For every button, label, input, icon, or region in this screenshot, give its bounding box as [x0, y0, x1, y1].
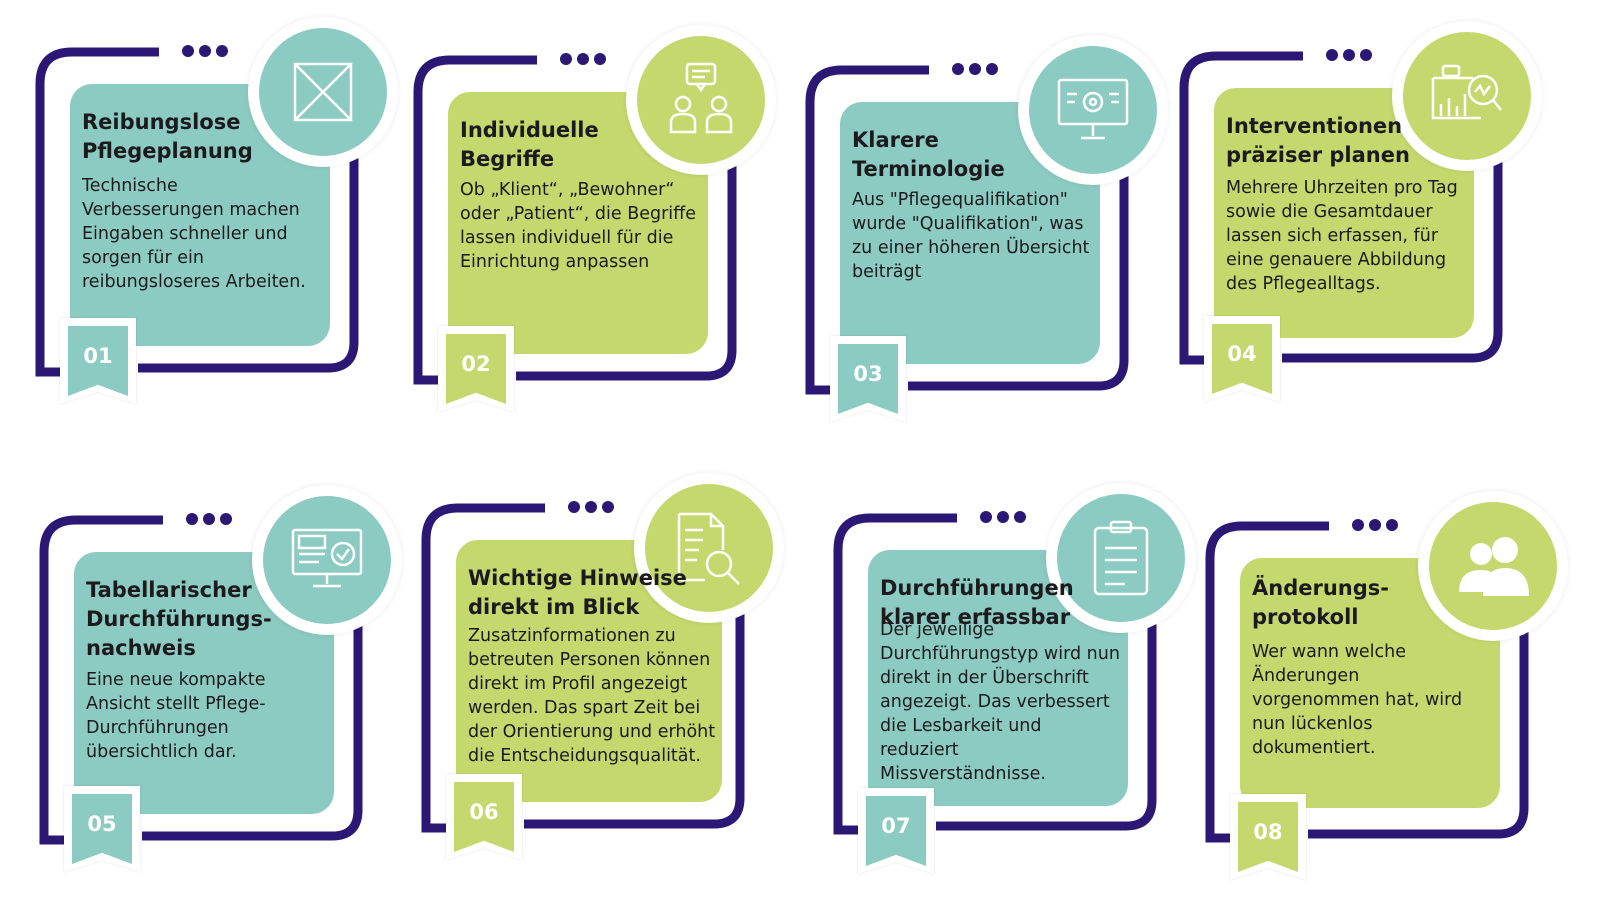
dots-decoration	[980, 511, 1034, 525]
number-badge: 06	[446, 774, 522, 860]
card-text: Aus "Pflegequalifikation" wurde "Qualifi…	[852, 190, 1090, 282]
icon-circle	[1018, 35, 1168, 185]
card-title: Interventionen präziser planen	[1226, 114, 1410, 167]
number-badge: 04	[1204, 316, 1280, 402]
card-title: Klarere Terminologie	[852, 128, 1005, 181]
card-title: Änderungs-protokoll	[1252, 576, 1389, 629]
icon-circle	[626, 25, 776, 175]
icon-circle	[248, 17, 398, 167]
icon-circle	[1046, 483, 1196, 633]
number-badge: 08	[1230, 794, 1306, 880]
card-text: Ob „Klient“, „Bewohner“ oder „Patient“, …	[460, 180, 696, 272]
number-badge: 03	[830, 336, 906, 422]
dots-decoration	[1326, 49, 1380, 63]
card-04: Interventionen präziser planen Mehrere U…	[1178, 21, 1558, 446]
badge-number: 01	[83, 344, 113, 368]
icon-circle	[252, 485, 402, 635]
clipboard-icon	[1093, 520, 1149, 596]
number-badge: 02	[438, 326, 514, 412]
card-title: Tabellarischer Durchführungs-nachweis	[86, 578, 272, 660]
card-01: Reibungslose Pflegeplanung Technische Ve…	[34, 17, 414, 442]
users-icon	[1459, 537, 1529, 596]
number-badge: 07	[858, 788, 934, 874]
card-frame	[833, 513, 1157, 835]
badge-number: 03	[853, 362, 883, 386]
dots-decoration	[560, 53, 614, 67]
card-frame	[1179, 51, 1503, 365]
dots-decoration	[1352, 519, 1406, 533]
number-badge: 01	[60, 318, 136, 404]
card-text: Wer wann welche Änderungen vorgenommen h…	[1252, 642, 1463, 758]
card-frame	[805, 65, 1129, 395]
card-title: Reibungslose Pflegeplanung	[82, 110, 253, 163]
badge-number: 06	[469, 800, 499, 824]
icon-circle	[1392, 21, 1542, 171]
badge-number: 08	[1253, 820, 1283, 844]
card-02: Individuelle Begriffe Ob „Klient“, „Bewo…	[412, 25, 792, 450]
card-frame	[413, 55, 737, 385]
card-06: Wichtige Hinweise direkt im Blick Zusatz…	[420, 473, 800, 898]
card-07: Durchführungen klarer erfassbar Der jewe…	[832, 483, 1212, 908]
card-frame	[35, 47, 359, 377]
document-search-icon	[677, 512, 740, 585]
card-title: Wichtige Hinweise direkt im Blick	[468, 566, 687, 619]
card-text: Mehrere Uhrzeiten pro Tag sowie die Gesa…	[1226, 178, 1458, 294]
card-03: Klarere Terminologie Aus "Pflegequalifik…	[804, 35, 1184, 460]
card-text: Eine neue kompakte Ansicht stellt Pflege…	[86, 670, 266, 762]
number-badge: 05	[64, 786, 140, 872]
people-chat-icon	[669, 62, 733, 134]
presentation-board-icon	[1057, 78, 1129, 140]
dots-decoration	[182, 45, 236, 59]
dots-decoration	[568, 501, 622, 515]
card-title: Durchführungen klarer erfassbar	[880, 576, 1074, 629]
card-text: Zusatzinformationen zu betreuten Persone…	[468, 626, 716, 766]
dots-decoration	[186, 513, 240, 527]
card-frame	[39, 515, 363, 845]
card-text: Technische Verbesserungen machen Eingabe…	[82, 176, 306, 292]
card-title: Individuelle Begriffe	[460, 118, 599, 171]
crossed-box-icon	[293, 62, 353, 122]
card-frame	[421, 503, 745, 833]
card-08: Änderungs-protokoll Wer wann welche Ände…	[1204, 491, 1584, 916]
card-frame	[1205, 521, 1529, 843]
dots-decoration	[952, 63, 1006, 77]
badge-number: 02	[461, 352, 491, 376]
badge-number: 05	[87, 812, 117, 836]
icon-circle	[634, 473, 784, 623]
badge-number: 04	[1227, 342, 1257, 366]
card-text: Der jeweilige Durchführungstyp wird nun …	[880, 620, 1120, 784]
icon-circle	[1418, 491, 1568, 641]
card-05: Tabellarischer Durchführungs-nachweis Ei…	[38, 485, 418, 910]
monitor-check-icon	[291, 528, 363, 588]
analytics-magnifier-icon	[1431, 64, 1502, 120]
badge-number: 07	[881, 814, 911, 838]
